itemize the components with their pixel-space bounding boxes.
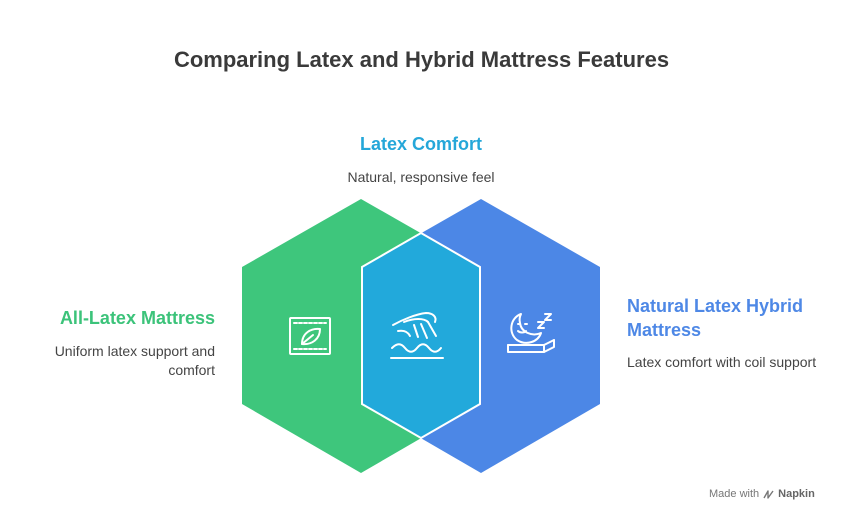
- made-with-napkin-footer: Made with Napkin: [709, 488, 815, 500]
- latex-comfort-description: Natural, responsive feel: [347, 169, 495, 185]
- center-overlap: [361, 231, 481, 440]
- napkin-logo-icon: [763, 489, 774, 499]
- hybrid-heading: Natural Latex Hybrid Mattress: [627, 296, 804, 340]
- latex-comfort-heading: Latex Comfort: [359, 134, 482, 154]
- hand-touching-surface-icon: [390, 312, 444, 359]
- all-latex-description: Uniform latex support and comfort: [54, 343, 215, 378]
- page-title: Comparing Latex and Hybrid Mattress Feat…: [173, 47, 670, 72]
- sleep-moon-mattress-icon: [507, 313, 555, 353]
- hybrid-description: Latex comfort with coil support: [627, 354, 817, 370]
- made-with-label: Made with: [709, 488, 760, 500]
- all-latex-heading: All-Latex Mattress: [59, 308, 215, 328]
- eco-leaf-material-icon: [289, 317, 331, 355]
- napkin-brand: Napkin: [778, 488, 815, 500]
